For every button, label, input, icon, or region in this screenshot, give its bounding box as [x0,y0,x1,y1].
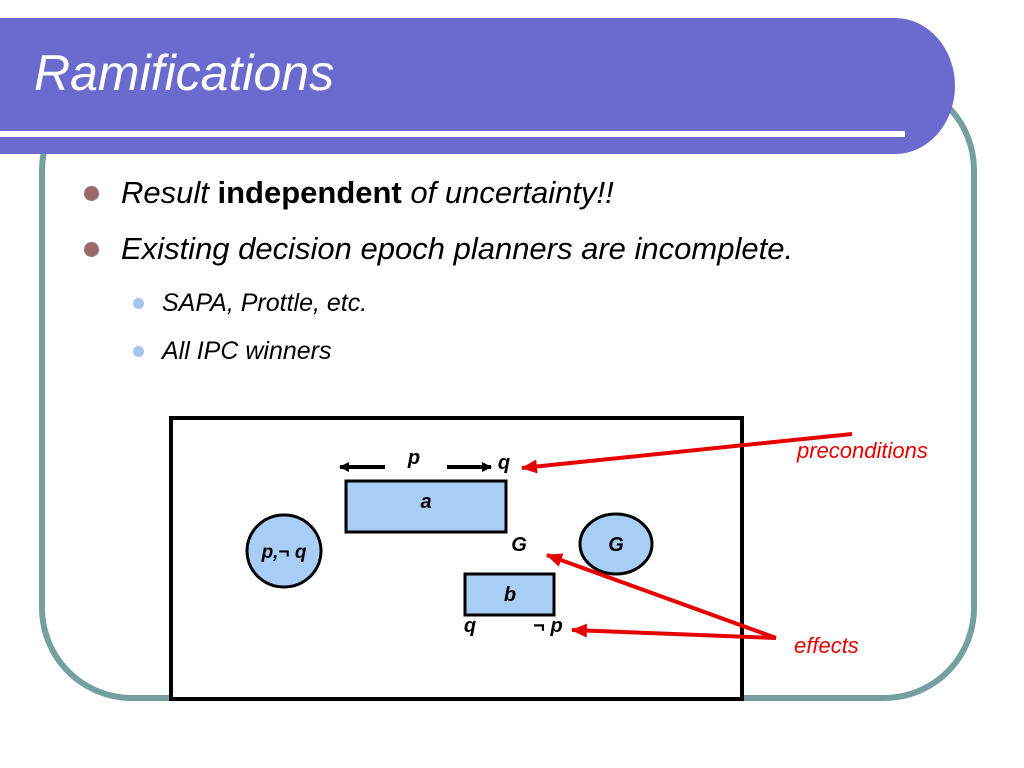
action-b-effect-q: q [464,615,476,637]
sub-bullet-2-text: All IPC winners [162,337,332,365]
effects-annotation: effects [794,633,859,658]
bullet-1: Result independent of uncertainty!! [84,175,614,211]
action-a-precondition-q: q [498,452,510,474]
action-a-precondition-p: p [407,447,420,469]
sub-bullet-1-text: SAPA, Prottle, etc. [162,289,368,317]
preconditions-annotation: preconditions [796,438,928,463]
action-b-effect-not-p: ¬ p [533,615,562,637]
sub-bullet-dot-icon [133,298,144,309]
title-bar [0,18,955,154]
action-b-label: b [504,584,516,606]
effects-arrow-not-p [571,623,777,640]
init-state-label: p,¬ q [261,542,307,563]
sub-bullet-dot-icon [133,346,144,357]
bullet-2: Existing decision epoch planners are inc… [84,231,793,267]
effects-arrow-g [546,553,777,640]
bullet-2-text: Existing decision epoch planners are inc… [121,231,794,266]
action-a-box [344,479,508,534]
slide-title: Ramifications [34,45,335,101]
bullet-1-text: Result independent of uncertainty!! [121,175,614,211]
bullet-1-suffix: of uncertainty!! [401,175,614,210]
bullet-1-bold: independent [217,175,402,210]
bullet-dot-icon [84,241,99,257]
bullet-dot-icon [84,185,99,201]
goal-state-label: G [608,534,624,556]
action-b-box [463,572,556,617]
sub-bullet-1: SAPA, Prottle, etc. [133,289,367,318]
init-state-node [245,513,323,589]
title-underline [0,131,905,137]
action-a-effect-g: G [511,534,527,556]
sub-bullet-2: All IPC winners [133,337,332,366]
action-a-label: a [420,491,431,513]
bullet-1-prefix: Result [121,175,218,210]
goal-state-node [578,512,654,576]
preconditions-arrow [521,432,853,474]
